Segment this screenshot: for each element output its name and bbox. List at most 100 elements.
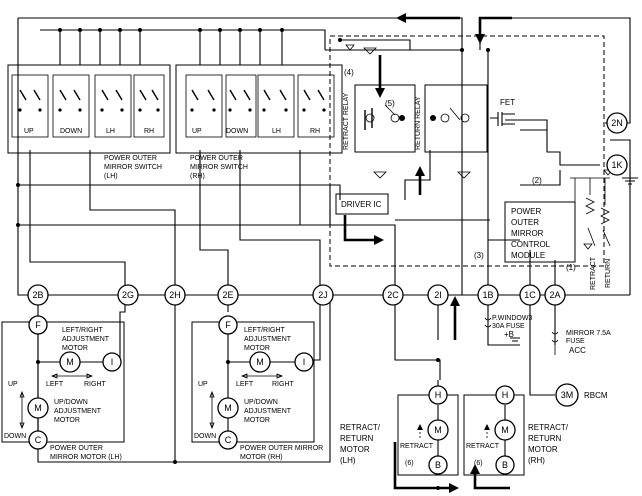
module-label-1: POWER — [511, 207, 541, 216]
callout-6b: (6) — [474, 460, 483, 467]
lh-left-label: LEFT — [46, 381, 64, 388]
connector-1c: 1C — [519, 284, 541, 306]
lh-ud-label-3: MOTOR — [54, 417, 80, 424]
retract-relay: RETRACT RELAY — [343, 84, 416, 153]
svg-text:1K: 1K — [611, 160, 622, 170]
module-label-5: MODULE — [511, 251, 545, 260]
retract-rh-inner: RETRACT — [466, 443, 500, 450]
retract-lh-connector-b: B — [428, 455, 448, 475]
return-relay-label: RETURN RELAY — [415, 96, 422, 150]
connector-2j: 2J — [312, 284, 334, 306]
svg-text:2H: 2H — [169, 290, 181, 300]
rh-lr-motor-m: M — [256, 357, 264, 367]
svg-text:2J: 2J — [318, 290, 328, 300]
connector-3m: 3M — [555, 383, 579, 407]
svg-text:I: I — [303, 357, 306, 367]
rh-down-label: DOWN — [194, 433, 216, 440]
retract-rh-label-2: RETURN — [528, 434, 562, 443]
lh-ud-label-1: UP/DOWN — [54, 399, 88, 406]
rh-connector-c: C — [218, 430, 238, 450]
rbcm: 3M RBCM — [555, 383, 608, 407]
callout-1: (1) — [566, 263, 576, 272]
fet: FET — [490, 98, 515, 126]
rh-ud-motor-m: M — [224, 403, 232, 413]
retract-rh-motor-m: M — [501, 425, 509, 435]
current-flow-arrows — [343, 13, 512, 493]
rh-ud-label-3: MOTOR — [244, 417, 270, 424]
callout-6a: (6) — [405, 460, 414, 467]
rh-connector-i: I — [294, 352, 314, 372]
connector-2b: 2B — [27, 284, 49, 306]
lh-motor-name-1: POWER OUTER — [50, 445, 103, 452]
switch-lh-label-up: UP — [24, 128, 34, 135]
svg-text:B: B — [435, 460, 441, 470]
svg-text:I: I — [111, 357, 114, 367]
mirror-motor-lh: F I C M M LEFT/RIGHT ADJUSTMENT MOTOR LE… — [1, 315, 125, 461]
rh-motor-name-2: MOTOR (RH) — [240, 454, 283, 461]
switch-rh-label-down: DOWN — [226, 128, 248, 135]
fuse-mirror-2: FUSE — [566, 338, 585, 345]
connector-2i: 2I — [427, 284, 449, 306]
switch-lh-label-down: DOWN — [60, 128, 82, 135]
mirror-switch-rh: UP DOWN LH RH POWER OUTER MIRROR SWITCH … — [175, 64, 343, 180]
retract-rh-connector-h: H — [495, 385, 515, 405]
fuse-mirror-1: MIRROR 7.5A — [566, 330, 611, 337]
retract-switch-label: RETRACT — [590, 256, 597, 290]
lh-lr-label-2: ADJUSTMENT — [62, 336, 110, 343]
lh-lr-label-1: LEFT/RIGHT — [62, 327, 104, 334]
retract-motor-rh: H B M RETRACT RETRACT/ RETURN MOTOR (RH) — [463, 385, 569, 476]
control-module-box: POWER OUTER MIRROR CONTROL MODULE — [504, 201, 576, 263]
retract-lh-motor-m: M — [434, 425, 442, 435]
connector-2a: 2A — [544, 284, 566, 306]
return-switch-label: RETURN — [605, 259, 612, 288]
svg-text:F: F — [35, 320, 41, 330]
retract-rh-label-3: MOTOR — [528, 445, 558, 454]
rh-connector-f: F — [218, 315, 238, 335]
svg-text:2N: 2N — [611, 118, 623, 128]
retract-lh-label-4: (LH) — [340, 456, 356, 465]
module-label-2: OUTER — [511, 218, 539, 227]
connector-2h: 2H — [164, 284, 186, 306]
lh-connector-i: I — [102, 352, 122, 372]
junction-dots — [16, 28, 490, 490]
lh-lr-label-3: MOTOR — [62, 345, 88, 352]
connector-1b: 1B — [477, 284, 499, 306]
rh-left-label: LEFT — [236, 381, 254, 388]
fuse-pwindow: P.WINDOW3 30A FUSE +B — [484, 305, 532, 345]
svg-text:2A: 2A — [549, 290, 560, 300]
retract-motor-lh: H B M RETRACT RETRACT/ RETURN MOTOR (LH) — [340, 385, 459, 476]
switch-lh-label-lh: LH — [106, 128, 115, 135]
lh-down-label: DOWN — [4, 433, 26, 440]
retract-lh-label-1: RETRACT/ — [340, 423, 381, 432]
fuse-mirror-3: ACC — [569, 346, 586, 355]
svg-text:2I: 2I — [434, 290, 442, 300]
module-label-4: CONTROL — [511, 240, 551, 249]
connector-2g: 2G — [117, 284, 139, 306]
connector-1k: 1K — [606, 154, 628, 176]
lh-connector-c: C — [28, 430, 48, 450]
rh-motor-name-1: POWER OUTER MIRROR — [240, 445, 323, 452]
rh-lr-label-3: MOTOR — [244, 345, 270, 352]
retract-lh-label-3: MOTOR — [340, 445, 370, 454]
switch-lh-name-3: (LH) — [104, 173, 118, 180]
svg-text:2B: 2B — [32, 290, 43, 300]
svg-text:C: C — [35, 435, 42, 445]
retract-lh-inner: RETRACT — [400, 443, 434, 450]
rh-ud-label-1: UP/DOWN — [244, 399, 278, 406]
svg-text:3M: 3M — [561, 390, 574, 400]
lh-ud-motor-m: M — [34, 403, 42, 413]
retract-lh-label-2: RETURN — [340, 434, 374, 443]
fuse-mirror: MIRROR 7.5A FUSE ACC — [551, 305, 611, 355]
mirror-motor-rh: F I C M M LEFT/RIGHT ADJUSTMENT MOTOR LE… — [191, 315, 323, 461]
callout-4: (4) — [344, 68, 354, 77]
svg-text:1B: 1B — [482, 290, 493, 300]
svg-text:2C: 2C — [387, 290, 399, 300]
connectors: 2N 1K 2B 2G 2H 2E 2J 2C 2I 1B 1C 2A — [27, 112, 628, 306]
lh-right-label: RIGHT — [84, 381, 107, 388]
lh-ud-label-2: ADJUSTMENT — [54, 408, 102, 415]
fuse-pwindow-2: 30A FUSE — [492, 323, 525, 330]
lh-connector-f: F — [28, 315, 48, 335]
switch-rh-name-1: POWER OUTER — [190, 155, 243, 162]
